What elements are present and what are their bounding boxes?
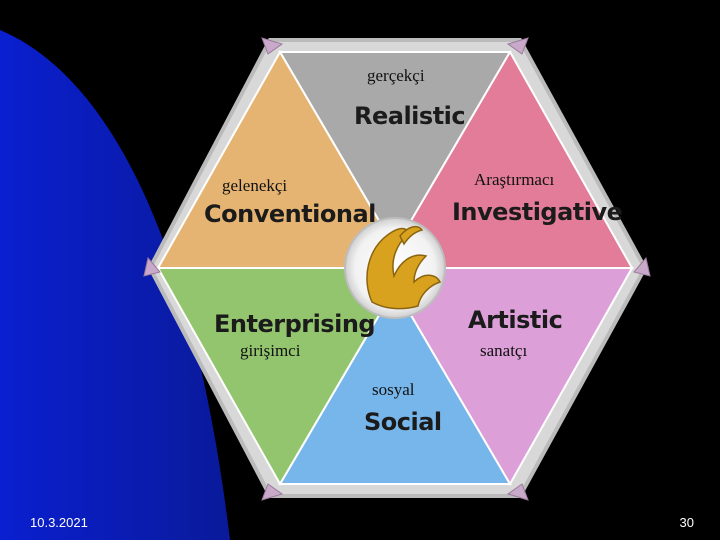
corner-arrow-icon — [261, 37, 284, 55]
segment-turkish-realistic: gerçekçi — [367, 66, 425, 85]
segment-english-social: Social — [364, 408, 442, 436]
segment-english-realistic: Realistic — [354, 102, 466, 130]
segment-english-enterprising: Enterprising — [214, 310, 376, 338]
corner-arrow-tabs — [143, 37, 651, 501]
corner-arrow-icon — [633, 256, 651, 277]
segment-turkish-social: sosyal — [372, 380, 415, 399]
pegasus-logo-icon — [366, 225, 442, 310]
corner-arrow-icon — [261, 483, 284, 501]
slide-date: 10.3.2021 — [30, 515, 88, 530]
corner-arrow-icon — [506, 37, 529, 55]
corner-arrow-icon — [143, 256, 161, 277]
segment-english-investigative: Investigative — [452, 198, 623, 226]
segment-turkish-investigative: Araştırmacı — [474, 170, 555, 189]
segment-english-artistic: Artistic — [468, 306, 563, 334]
slide-page-number: 30 — [679, 515, 694, 530]
segment-turkish-artistic: sanatçı — [480, 341, 528, 360]
segment-turkish-conventional: gelenekçi — [222, 176, 288, 195]
blue-curve-shape — [0, 30, 230, 540]
segment-turkish-enterprising: girişimci — [240, 341, 301, 360]
corner-arrow-icon — [506, 483, 529, 501]
segment-english-conventional: Conventional — [204, 200, 376, 228]
